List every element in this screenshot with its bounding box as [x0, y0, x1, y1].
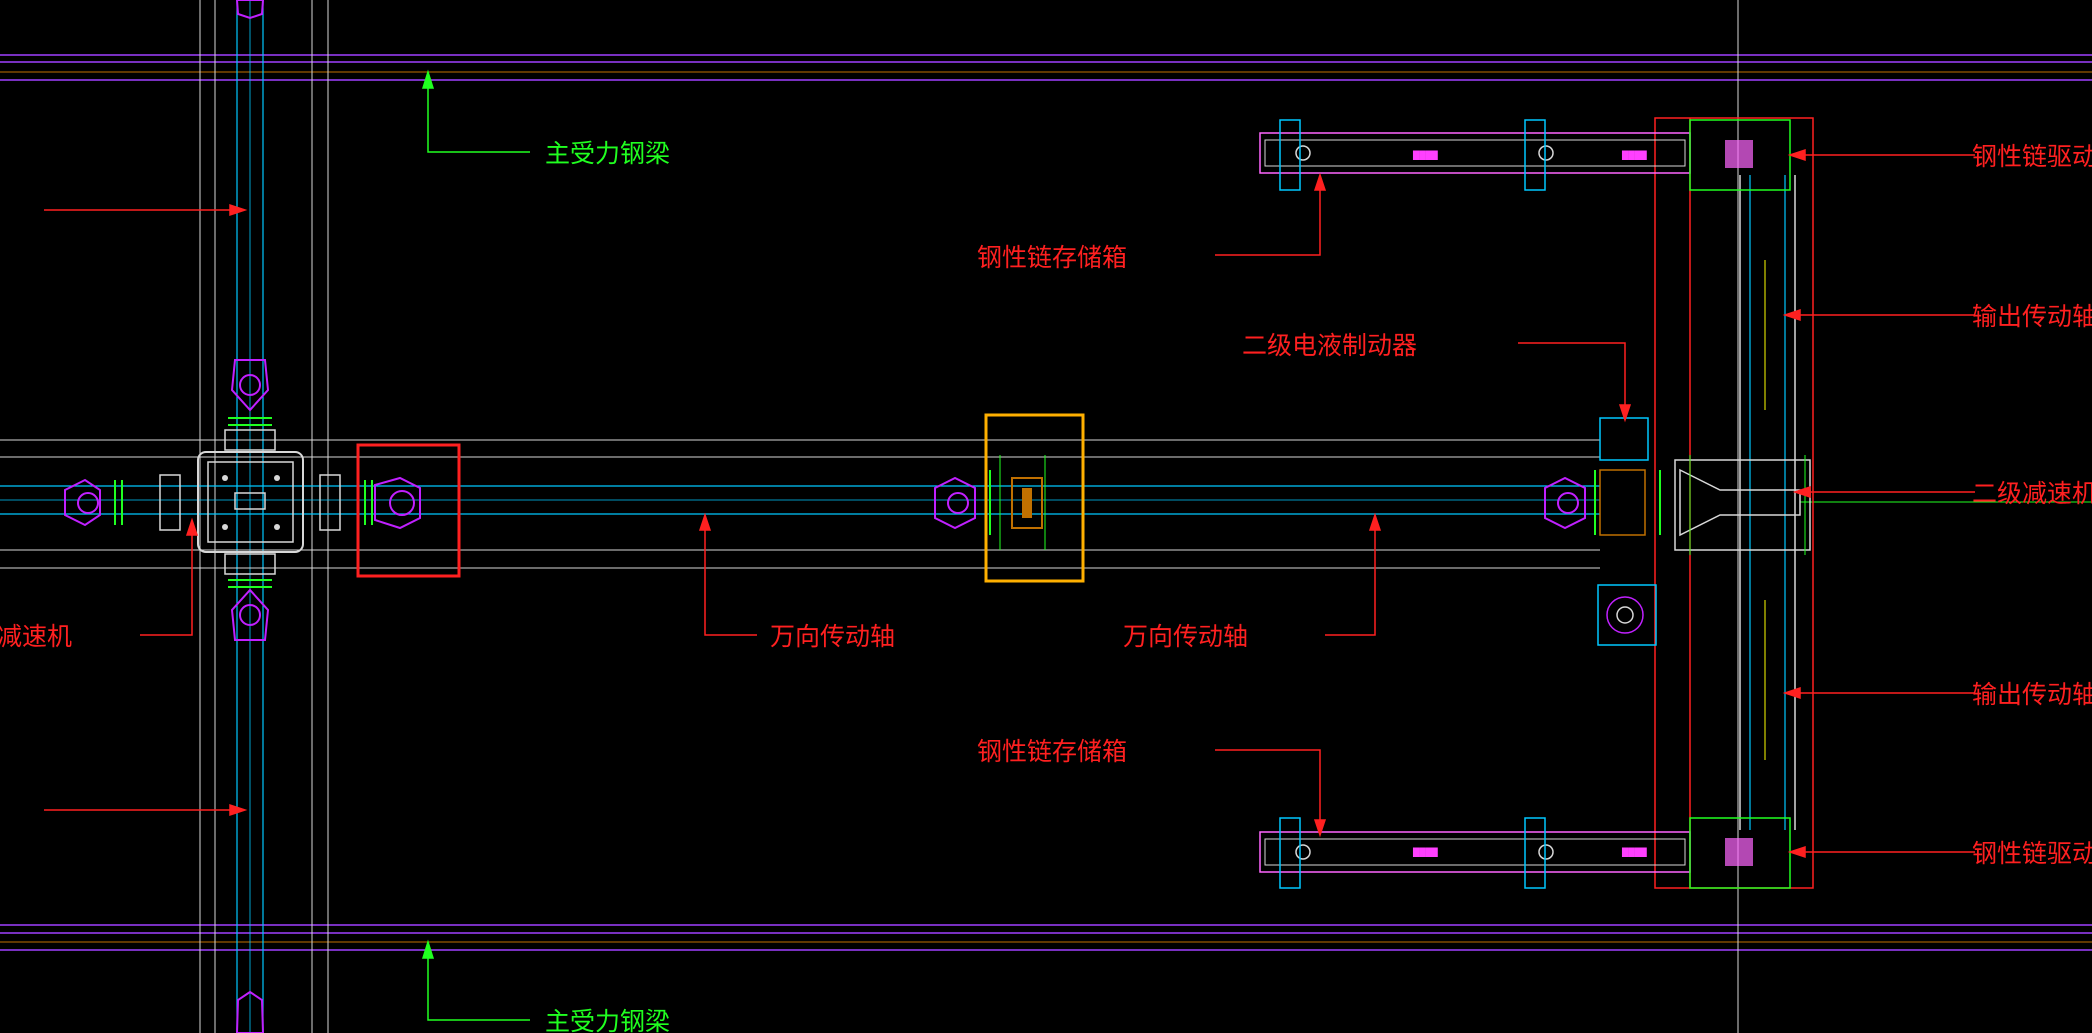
label-brake: 二级电液制动器	[1242, 331, 1417, 360]
box-top-tag-1: ████	[1412, 150, 1438, 160]
label-output-shaft-top: 输出传动轴	[1972, 302, 2092, 331]
top-beam-lines	[0, 54, 2092, 81]
main-horizontal-shaft	[0, 439, 2092, 569]
label-reducer-right: 二级减速机	[1972, 479, 2092, 508]
bottom-chain-box	[1259, 817, 1791, 889]
middle-coupling	[934, 455, 1046, 550]
box-bottom-tag-2: ████	[1621, 847, 1647, 857]
label-main-beam-bottom: 主受力钢梁	[545, 1007, 670, 1033]
label-ujoint-shaft-right: 万向传动轴	[1123, 622, 1248, 651]
left-flanges	[114, 417, 373, 588]
label-drive-bottom: 钢性链驱动器	[1972, 839, 2092, 868]
left-ujoints	[64, 0, 421, 1033]
highlight-box-red	[356, 443, 461, 578]
right-reducer-brake	[1544, 417, 1811, 646]
label-reducer-left: 减速机	[0, 622, 72, 651]
box-bottom-tag-1: ████	[1412, 847, 1438, 857]
left-gearbox	[159, 429, 341, 575]
leader-lines-green	[421, 69, 530, 1021]
box-top-tag-2: ████	[1621, 150, 1647, 160]
label-output-shaft-bottom: 输出传动轴	[1972, 680, 2092, 709]
label-drive-top: 钢性链驱动器	[1972, 142, 2092, 171]
leader-lines-red	[44, 148, 1975, 859]
left-vertical-beam	[199, 0, 329, 1033]
label-main-beam-top: 主受力钢梁	[545, 139, 670, 168]
label-ujoint-shaft-left: 万向传动轴	[770, 622, 895, 651]
highlight-box-orange	[984, 413, 1085, 583]
label-chain-box-bottom: 钢性链存储箱	[977, 737, 1127, 766]
bottom-beam-lines	[0, 924, 2092, 951]
label-chain-box-top: 钢性链存储箱	[977, 243, 1127, 272]
right-output-shafts	[1739, 175, 1796, 830]
